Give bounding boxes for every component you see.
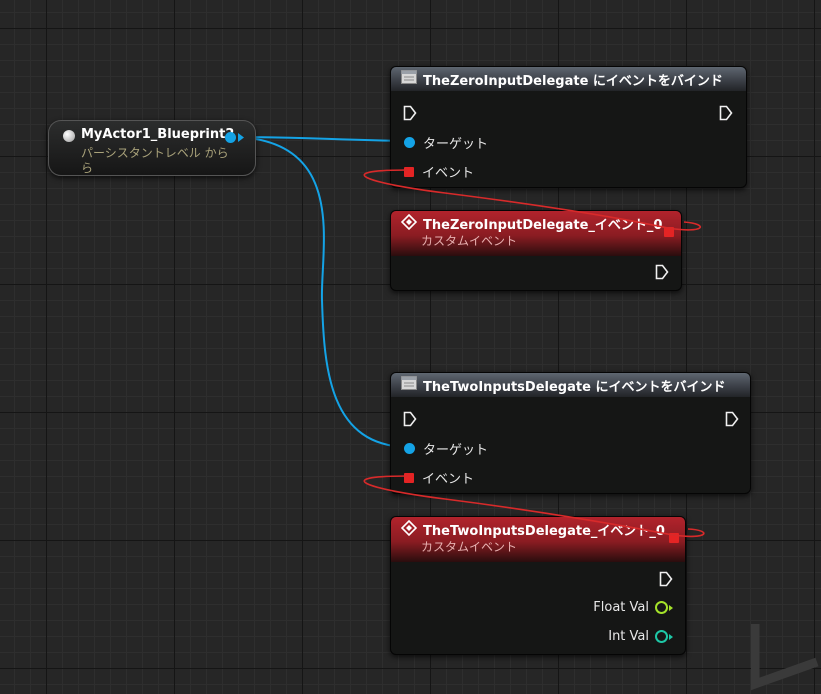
actor-node-title: MyActor1_Blueprint2 bbox=[81, 127, 235, 142]
event-two-exec-out-pin[interactable] bbox=[659, 571, 673, 587]
event-two-header[interactable]: TheTwoInputsDelegate_イベント_0 カスタムイベント bbox=[391, 517, 685, 562]
bind-two-event-label: イベント bbox=[422, 472, 475, 487]
function-icon bbox=[401, 376, 417, 394]
function-icon bbox=[401, 70, 417, 88]
event-two-int-row: Int Val bbox=[608, 629, 673, 644]
event-zero-exec-out-pin[interactable] bbox=[655, 264, 669, 280]
event-diamond-icon bbox=[400, 213, 418, 234]
bind-zero-event-label: イベント bbox=[422, 166, 475, 181]
custom-event-zero-node[interactable]: TheZeroInputDelegate_イベント_0 カスタムイベント bbox=[390, 210, 682, 291]
actor-node-subtitle-wrap: ら bbox=[81, 161, 94, 175]
event-zero-header[interactable]: TheZeroInputDelegate_イベント_0 カスタムイベント bbox=[391, 211, 681, 256]
bind-zero-event-row: イベント bbox=[404, 162, 474, 181]
event-two-float-pin[interactable] bbox=[655, 601, 668, 614]
bind-two-delegate-node[interactable]: TheTwoInputsDelegate にイベントをバインド ターゲット イベ… bbox=[390, 372, 751, 494]
event-two-int-label: Int Val bbox=[608, 629, 649, 644]
bind-zero-target-label: ターゲット bbox=[423, 137, 489, 152]
int-pin-arrow bbox=[669, 633, 673, 640]
bind-two-target-label: ターゲット bbox=[423, 443, 489, 458]
object-wire-to-zero-target[interactable] bbox=[229, 136, 410, 142]
event-zero-title: TheZeroInputDelegate_イベント_0 bbox=[423, 218, 663, 233]
bind-two-target-pin[interactable] bbox=[404, 443, 415, 454]
bind-two-exec-in-pin[interactable] bbox=[403, 411, 417, 427]
event-two-float-label: Float Val bbox=[593, 600, 649, 615]
bind-zero-event-pin[interactable] bbox=[404, 166, 414, 177]
white-sphere-icon bbox=[63, 130, 75, 142]
watermark-glyph bbox=[751, 624, 819, 691]
event-diamond-icon bbox=[400, 519, 418, 540]
bind-two-target-row: ターゲット bbox=[404, 439, 488, 458]
event-two-delegate-pin[interactable] bbox=[669, 533, 679, 543]
bind-two-title: TheTwoInputsDelegate にイベントをバインド bbox=[423, 379, 726, 395]
bind-two-event-pin[interactable] bbox=[404, 472, 414, 483]
bind-zero-title: TheZeroInputDelegate にイベントをバインド bbox=[423, 73, 723, 89]
event-two-int-pin[interactable] bbox=[655, 630, 668, 643]
actor-output-pin[interactable] bbox=[225, 132, 236, 143]
bind-two-header[interactable]: TheTwoInputsDelegate にイベントをバインド bbox=[391, 373, 750, 397]
event-zero-delegate-pin[interactable] bbox=[664, 227, 674, 237]
bind-zero-delegate-node[interactable]: TheZeroInputDelegate にイベントをバインド ターゲット イベ… bbox=[390, 66, 747, 188]
bind-zero-exec-in-pin[interactable] bbox=[403, 105, 417, 121]
actor-reference-node[interactable]: MyActor1_Blueprint2 パーシスタントレベル から ら bbox=[48, 120, 256, 176]
event-two-float-row: Float Val bbox=[593, 600, 673, 615]
event-two-subtitle: カスタムイベント bbox=[421, 540, 518, 554]
bind-two-event-row: イベント bbox=[404, 468, 474, 487]
float-pin-arrow bbox=[669, 604, 673, 611]
event-zero-subtitle: カスタムイベント bbox=[421, 234, 518, 248]
event-two-title: TheTwoInputsDelegate_イベント_0 bbox=[423, 524, 665, 539]
bind-zero-target-pin[interactable] bbox=[404, 137, 415, 148]
actor-node-subtitle: パーシスタントレベル から bbox=[81, 146, 229, 160]
actor-output-arrow bbox=[238, 133, 244, 142]
bind-zero-exec-out-pin[interactable] bbox=[719, 105, 733, 121]
object-wire-to-two-target[interactable] bbox=[229, 136, 410, 448]
custom-event-two-node[interactable]: TheTwoInputsDelegate_イベント_0 カスタムイベント Flo… bbox=[390, 516, 686, 655]
bind-zero-header[interactable]: TheZeroInputDelegate にイベントをバインド bbox=[391, 67, 746, 91]
bind-two-exec-out-pin[interactable] bbox=[725, 411, 739, 427]
bind-zero-target-row: ターゲット bbox=[404, 133, 488, 152]
